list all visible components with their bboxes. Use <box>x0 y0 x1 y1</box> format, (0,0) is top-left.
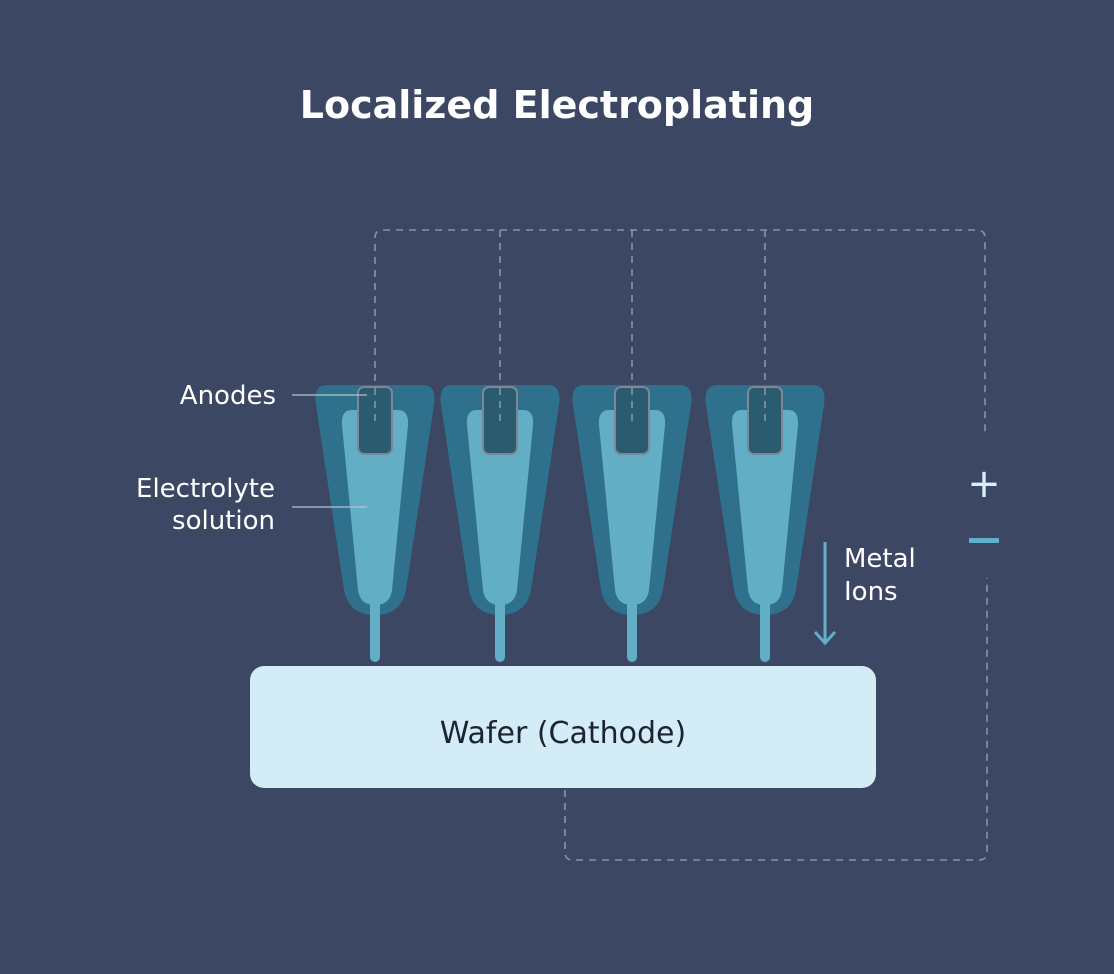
diagram-title: Localized Electroplating <box>300 83 814 127</box>
electrolyte-label-line2: solution <box>172 506 275 536</box>
plus-sign-icon: + <box>967 461 1001 507</box>
anodes-label: Anodes <box>180 381 276 411</box>
minus-sign-icon <box>969 538 999 543</box>
electrolyte-solution <box>466 410 534 605</box>
electrolyte-solution <box>598 410 666 605</box>
electrolyte-solution <box>341 410 409 605</box>
nozzle-stem <box>495 598 505 662</box>
metal-ions-arrow-icon <box>813 542 837 646</box>
nozzle-stem <box>370 598 380 662</box>
nozzle-stem <box>627 598 637 662</box>
wafer-cathode <box>250 666 876 788</box>
nozzle-2 <box>440 385 560 662</box>
metal-ions-label-line1: Metal <box>844 544 916 574</box>
metal-ions-label-line2: Ions <box>844 577 898 607</box>
nozzle-stem <box>760 598 770 662</box>
nozzle-3 <box>572 385 692 662</box>
nozzle-1 <box>315 385 435 662</box>
wafer-label: Wafer (Cathode) <box>440 716 686 751</box>
nozzle-4 <box>705 385 825 662</box>
nozzle-group <box>315 385 825 662</box>
electrolyte-solution <box>731 410 799 605</box>
electrolyte-label-line1: Electrolyte <box>136 474 275 504</box>
